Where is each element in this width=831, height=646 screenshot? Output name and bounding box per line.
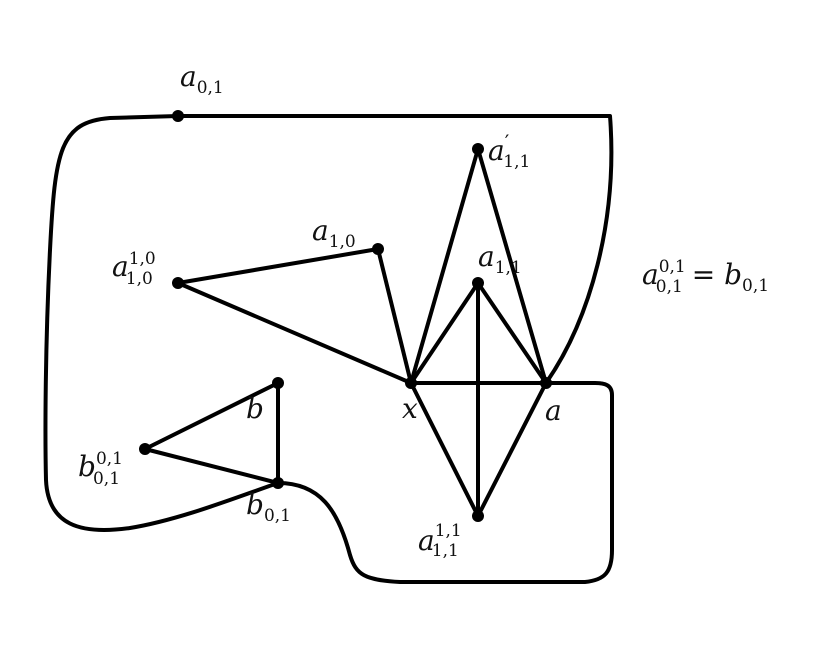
vertex-a	[540, 377, 552, 389]
edge-a1010-x	[176, 281, 413, 385]
edge-x-a11	[409, 281, 480, 385]
edge-a1010-a10	[176, 247, 380, 285]
label-a11: a1,1	[478, 240, 522, 278]
vertex-b	[272, 377, 284, 389]
vertex-a1111	[472, 510, 484, 522]
edge-a-a1111	[476, 381, 548, 518]
label-b: b	[246, 392, 264, 425]
edge-x-ap11	[409, 147, 480, 385]
edge-b0101-b	[143, 381, 280, 451]
label-a: a	[545, 394, 562, 427]
edge-x-a1111	[409, 381, 480, 518]
vertex-b0101	[139, 443, 151, 455]
edge-b0101-b01	[143, 447, 280, 485]
vertex-a01	[172, 110, 184, 122]
label-a01: a0,1	[180, 60, 224, 98]
vertex-a11	[472, 277, 484, 289]
vertex-x	[405, 377, 417, 389]
vertex-ap11	[472, 143, 484, 155]
edge-a11-a	[476, 281, 548, 385]
outer-boundary-curve	[43, 114, 614, 584]
edge-ap11-a	[476, 147, 548, 385]
label-a10: a1,0	[312, 214, 356, 252]
vertex-a1010	[172, 277, 184, 289]
label-a-prime-11: a′1,1	[488, 130, 530, 172]
edge-a10-x	[376, 247, 413, 385]
vertex-a10	[372, 243, 384, 255]
label-x: x	[402, 392, 418, 425]
label-b01: b0,1	[246, 488, 291, 526]
vertex-b01	[272, 477, 284, 489]
